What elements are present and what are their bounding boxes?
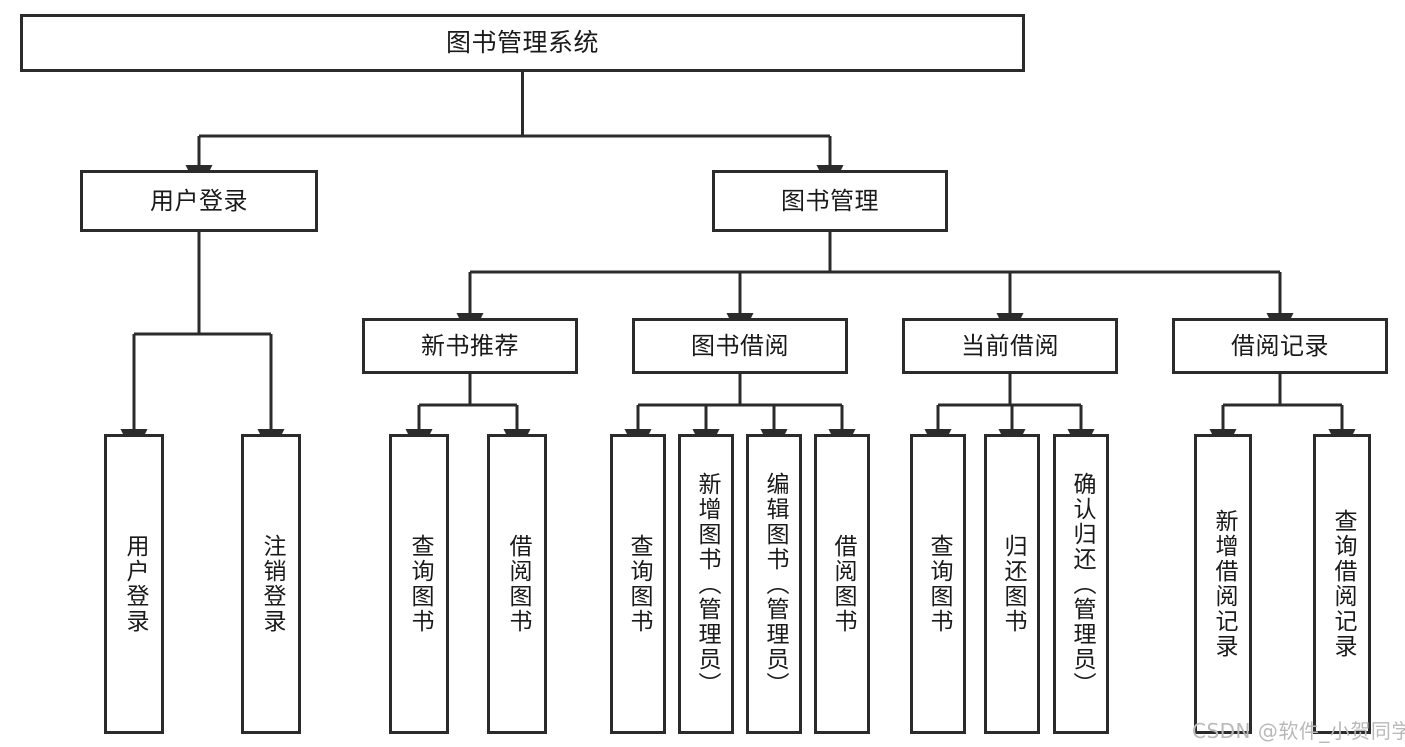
node-leaf-user-login[interactable]: 用户登录: [104, 434, 164, 734]
node-leaf-cur-query[interactable]: 查询图书: [910, 434, 966, 734]
node-label: 新增借阅记录: [1210, 509, 1237, 659]
node-leaf-rec-query2[interactable]: 查询借阅记录: [1313, 434, 1371, 734]
node-borrow-record[interactable]: 借阅记录: [1172, 318, 1388, 374]
node-label: 查询图书: [625, 534, 652, 634]
node-label: 查询图书: [925, 534, 952, 634]
node-leaf-return-book[interactable]: 归还图书: [984, 434, 1040, 734]
node-leaf-rec-query[interactable]: 查询图书: [389, 434, 449, 734]
node-new-book-rec[interactable]: 新书推荐: [362, 318, 578, 374]
node-label: 确认归还（管理员）: [1068, 471, 1095, 697]
edge-group: [120, 72, 1356, 456]
node-label: 当前借阅: [961, 332, 1059, 360]
node-user-login[interactable]: 用户登录: [80, 170, 318, 232]
node-leaf-logout[interactable]: 注销登录: [241, 434, 301, 734]
node-leaf-book-add[interactable]: 新增图书（管理员）: [678, 434, 734, 734]
node-label: 用户登录: [150, 187, 248, 215]
node-leaf-borrow-book[interactable]: 借阅图书: [814, 434, 870, 734]
node-label: 图书管理系统: [445, 28, 599, 58]
node-label: 新增图书（管理员）: [693, 471, 720, 697]
node-book-borrow[interactable]: 图书借阅: [632, 318, 848, 374]
node-label: 图书借阅: [691, 332, 789, 360]
watermark: CSDN @软件_小贺同学: [1192, 719, 1405, 743]
node-label: 图书管理: [781, 187, 879, 215]
node-leaf-book-edit[interactable]: 编辑图书（管理员）: [746, 434, 802, 734]
node-root[interactable]: 图书管理系统: [20, 14, 1025, 72]
node-leaf-rec-borrow[interactable]: 借阅图书: [487, 434, 547, 734]
node-leaf-rec-add[interactable]: 新增借阅记录: [1194, 434, 1252, 734]
node-current-borrow[interactable]: 当前借阅: [902, 318, 1118, 374]
node-label: 归还图书: [999, 534, 1026, 634]
node-label: 编辑图书（管理员）: [761, 471, 788, 697]
node-label: 用户登录: [121, 534, 148, 634]
node-label: 新书推荐: [421, 332, 519, 360]
node-label: 借阅记录: [1231, 332, 1329, 360]
node-label: 借阅图书: [504, 534, 531, 634]
node-label: 借阅图书: [829, 534, 856, 634]
node-leaf-confirm-return[interactable]: 确认归还（管理员）: [1053, 434, 1109, 734]
node-label: 查询借阅记录: [1329, 509, 1356, 659]
node-book-manage[interactable]: 图书管理: [712, 170, 948, 232]
node-leaf-borrow-query[interactable]: 查询图书: [610, 434, 666, 734]
node-label: 查询图书: [406, 534, 433, 634]
node-label: 注销登录: [258, 534, 285, 634]
